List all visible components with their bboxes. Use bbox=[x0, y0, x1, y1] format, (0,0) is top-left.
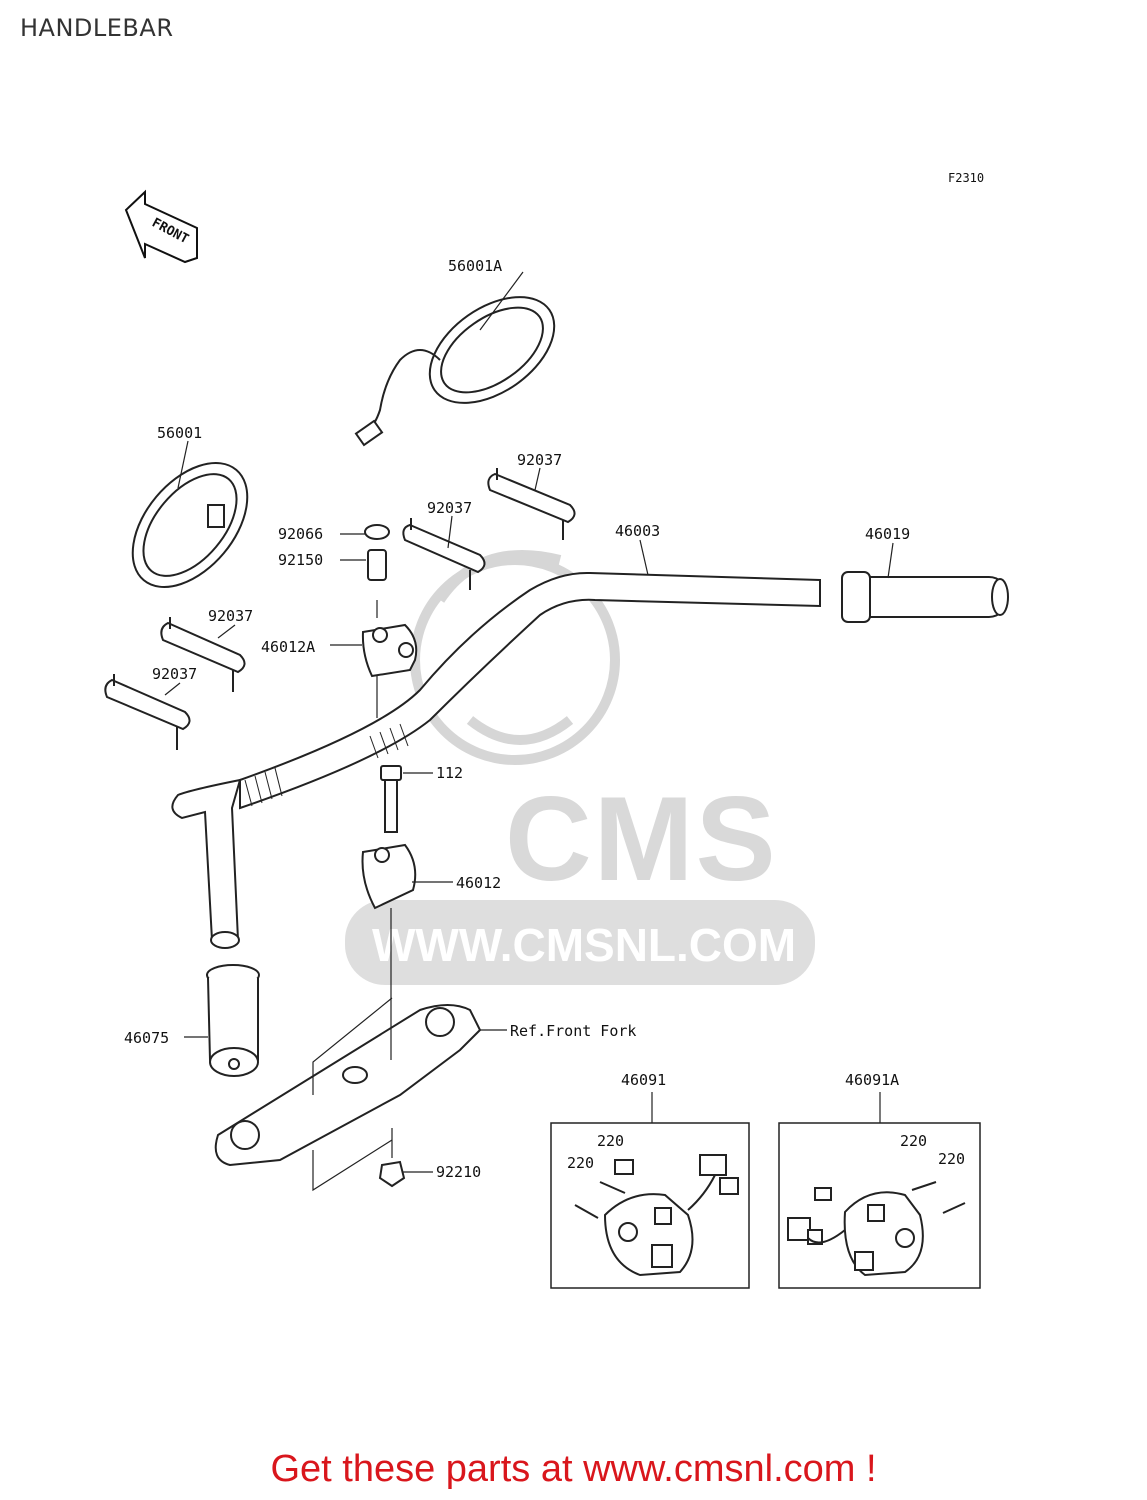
callout-220-d: 220 bbox=[938, 1150, 966, 1168]
front-arrow-icon: FRONT bbox=[124, 189, 198, 264]
watermark-brand: CMS bbox=[505, 772, 778, 906]
callout-92037-c: 92037 bbox=[208, 607, 254, 625]
bolt-92150 bbox=[367, 549, 387, 581]
callout-220-c: 220 bbox=[900, 1132, 928, 1150]
callout-56001: 56001 bbox=[157, 424, 203, 442]
callout-92210: 92210 bbox=[436, 1163, 482, 1181]
callout-56001a: 56001A bbox=[448, 257, 503, 275]
callout-46003: 46003 bbox=[615, 522, 661, 540]
holder-46012 bbox=[361, 843, 417, 910]
callout-46091a: 46091A bbox=[845, 1071, 900, 1089]
callout-92150: 92150 bbox=[278, 551, 324, 569]
callout-92037-b: 92037 bbox=[427, 499, 473, 517]
clamp-plate-92037-a bbox=[487, 468, 576, 540]
callout-46012: 46012 bbox=[456, 874, 502, 892]
watermark-url: WWW.CMSNL.COM bbox=[372, 919, 797, 971]
callout-92037-d: 92037 bbox=[152, 665, 198, 683]
figure-code: F2310 bbox=[948, 171, 985, 185]
leader-lines bbox=[164, 271, 894, 1192]
nut-92210 bbox=[378, 1160, 406, 1188]
fork-bracket bbox=[214, 1004, 482, 1167]
footer-link-text[interactable]: Get these parts at www.cmsnl.com ! bbox=[270, 1448, 877, 1490]
callout-46091: 46091 bbox=[621, 1071, 667, 1089]
callout-220-b: 220 bbox=[567, 1154, 595, 1172]
callout-ref-front-fork: Ref.Front Fork bbox=[510, 1022, 637, 1040]
grip-46019 bbox=[841, 571, 1009, 623]
mirror-56001a bbox=[354, 296, 556, 447]
callout-220-a: 220 bbox=[597, 1132, 625, 1150]
page-title: HANDLEBAR bbox=[20, 14, 174, 42]
clamp-plate-92037-b bbox=[402, 518, 486, 590]
bolt-112 bbox=[380, 765, 402, 833]
callout-46019: 46019 bbox=[865, 525, 911, 543]
watermark-url-background bbox=[345, 900, 815, 985]
grip-46075 bbox=[206, 964, 260, 1077]
callout-92037-a: 92037 bbox=[517, 451, 563, 469]
callout-46075: 46075 bbox=[124, 1029, 170, 1047]
switch-box-46091 bbox=[550, 1122, 750, 1289]
holder-46012a bbox=[361, 623, 418, 678]
switch-box-46091a bbox=[778, 1122, 981, 1289]
clamp-plate-92037-d bbox=[104, 674, 191, 750]
washer-92066 bbox=[364, 524, 390, 540]
handlebar-46003 bbox=[171, 571, 821, 949]
mirror-56001 bbox=[131, 462, 249, 588]
callout-92066: 92066 bbox=[278, 525, 324, 543]
callout-112: 112 bbox=[436, 764, 464, 782]
callout-46012a: 46012A bbox=[261, 638, 316, 656]
clamp-plate-92037-c bbox=[160, 617, 246, 692]
